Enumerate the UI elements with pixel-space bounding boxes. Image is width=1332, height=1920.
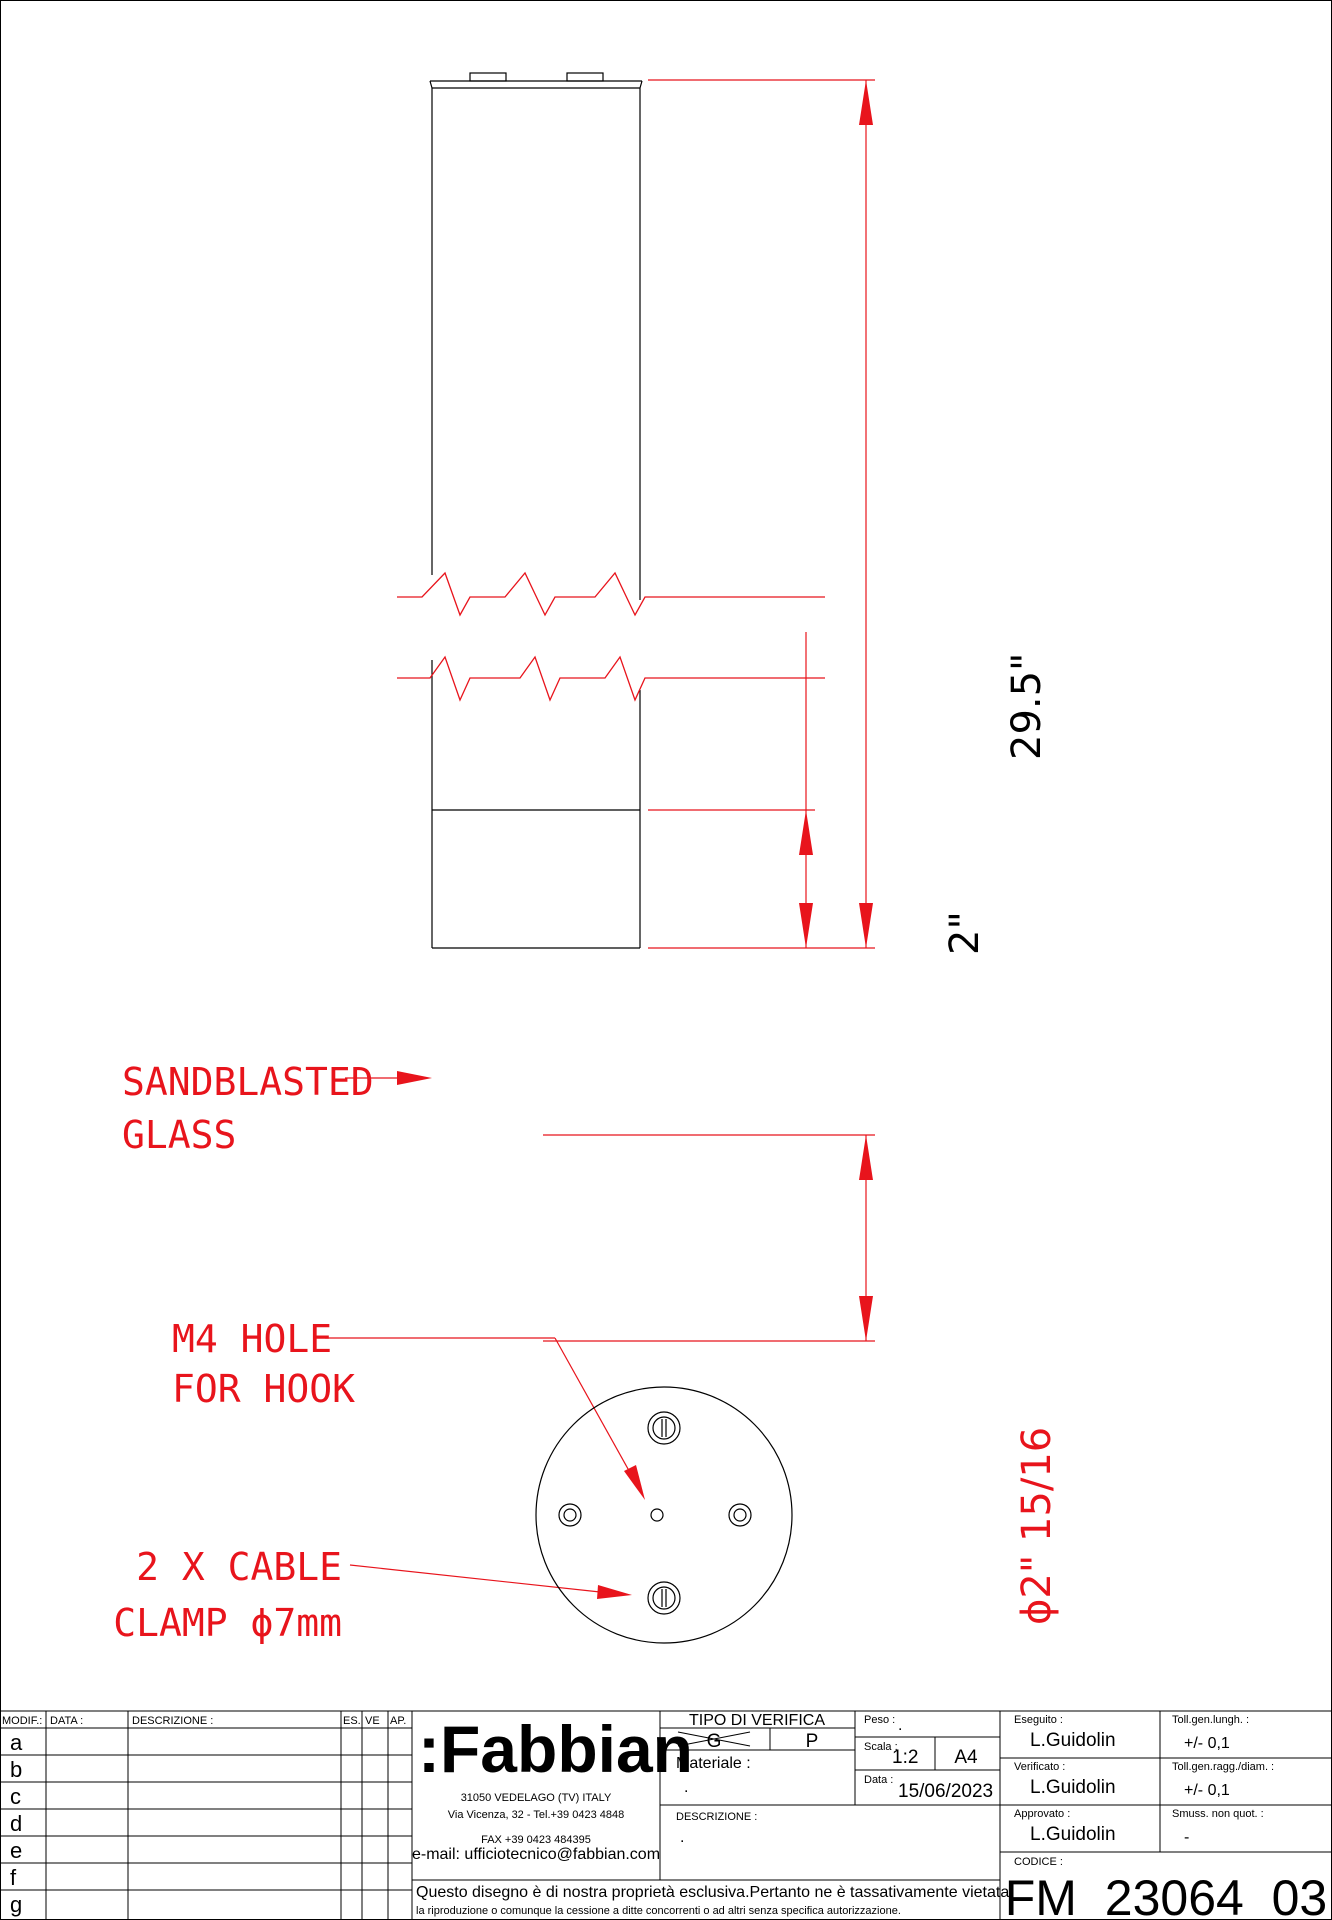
note-sandblasted-line2: GLASS bbox=[122, 1113, 236, 1157]
company-email: e-mail: ufficiotecnico@fabbian.com bbox=[412, 1846, 660, 1863]
approvato-value: L.Guidolin bbox=[1030, 1824, 1116, 1845]
note-clamp-line2: CLAMP ϕ7mm bbox=[113, 1601, 342, 1645]
disclaimer-line2: la riproduzione o comunque la cessione a… bbox=[416, 1905, 901, 1917]
toll-diam-value: +/- 0,1 bbox=[1184, 1782, 1230, 1799]
cable-clamp-top bbox=[647, 1411, 681, 1445]
toll-lungh-label: Toll.gen.lungh. : bbox=[1172, 1714, 1249, 1726]
header-data: DATA : bbox=[50, 1715, 83, 1727]
top-screw-cap-right bbox=[566, 72, 604, 82]
top-screw-cap-left bbox=[469, 72, 507, 82]
codice-label: CODICE : bbox=[1014, 1856, 1063, 1868]
header-ve: VE bbox=[365, 1715, 380, 1727]
side-view bbox=[429, 72, 643, 949]
revision-row-d: d bbox=[10, 1811, 22, 1836]
descrizione-label: DESCRIZIONE : bbox=[676, 1811, 757, 1823]
revision-row-c: c bbox=[10, 1784, 21, 1809]
tipo-verifica-label: TIPO DI VERIFICA bbox=[689, 1712, 825, 1729]
scala-label: Scala : bbox=[864, 1741, 898, 1753]
header-modif: MODIF.: bbox=[2, 1715, 42, 1727]
diameter-dimension: ϕ2" 15/16 bbox=[1014, 1427, 1060, 1625]
dimension-lines bbox=[325, 79, 875, 1593]
company-fax: FAX +39 0423 484395 bbox=[481, 1834, 591, 1846]
verifica-g: G bbox=[707, 1731, 722, 1752]
revision-row-b: b bbox=[10, 1757, 22, 1782]
approvato-label: Approvato : bbox=[1014, 1808, 1070, 1820]
note-sandblasted-line1: SANDBLASTED bbox=[122, 1060, 374, 1104]
scala-value: 1:2 bbox=[892, 1747, 918, 1768]
break-line-bottom bbox=[397, 655, 825, 702]
smuss-label: Smuss. non quot. : bbox=[1172, 1808, 1264, 1820]
peso-label: Peso : bbox=[864, 1714, 895, 1726]
note-m4-line1: M4 HOLE bbox=[172, 1317, 332, 1361]
header-es: ES. bbox=[343, 1715, 361, 1727]
materiale-value: . bbox=[684, 1779, 688, 1796]
header-descrizione: DESCRIZIONE : bbox=[132, 1715, 213, 1727]
toll-diam-label: Toll.gen.ragg./diam. : bbox=[1172, 1761, 1274, 1773]
note-m4-line2: FOR HOOK bbox=[172, 1367, 355, 1411]
materiale-label: Materiale : bbox=[676, 1755, 751, 1772]
side-hole-right bbox=[728, 1503, 752, 1527]
revision-row-g: g bbox=[10, 1892, 22, 1917]
title-block-grid bbox=[0, 1710, 1332, 1920]
cylinder-top-outline bbox=[535, 1386, 793, 1644]
disclaimer-line1: Questo disegno è di nostra proprietà esc… bbox=[416, 1884, 1009, 1901]
header-ap: AP. bbox=[390, 1715, 406, 1727]
company-address1: 31050 VEDELAGO (TV) ITALY bbox=[461, 1792, 612, 1804]
toll-lungh-value: +/- 0,1 bbox=[1184, 1735, 1230, 1752]
descrizione-value: . bbox=[680, 1829, 684, 1846]
company-address2: Via Vicenza, 32 - Tel.+39 0423 4848 bbox=[448, 1809, 624, 1821]
verificato-label: Verificato : bbox=[1014, 1761, 1065, 1773]
revision-row-a: a bbox=[10, 1730, 23, 1755]
top-view bbox=[535, 1386, 793, 1644]
revision-row-f: f bbox=[10, 1865, 17, 1890]
data-value: 15/06/2023 bbox=[898, 1781, 993, 1802]
cable-clamp-bottom bbox=[647, 1581, 681, 1615]
m4-hole bbox=[650, 1508, 664, 1522]
dimension-arrows bbox=[397, 80, 873, 1599]
eseguito-value: L.Guidolin bbox=[1030, 1730, 1116, 1751]
format-value: A4 bbox=[954, 1747, 978, 1768]
smuss-value: - bbox=[1184, 1829, 1189, 1846]
verificato-value: L.Guidolin bbox=[1030, 1777, 1116, 1798]
verifica-p: P bbox=[806, 1731, 819, 1752]
peso-value: . bbox=[898, 1717, 902, 1734]
data-label: Data : bbox=[864, 1774, 893, 1786]
note-clamp-line1: 2 X CABLE bbox=[136, 1545, 342, 1589]
codice-value: FM_23064_03 bbox=[1005, 1870, 1327, 1920]
eseguito-label: Eseguito : bbox=[1014, 1714, 1063, 1726]
sandblasted-length-dimension: 2" bbox=[942, 911, 988, 955]
fabbian-logo: :Fabbian bbox=[418, 1712, 693, 1786]
side-hole-left bbox=[558, 1503, 582, 1527]
revision-row-e: e bbox=[10, 1838, 22, 1863]
break-line-top bbox=[397, 571, 825, 617]
overall-length-dimension: 29.5" bbox=[1004, 653, 1050, 760]
